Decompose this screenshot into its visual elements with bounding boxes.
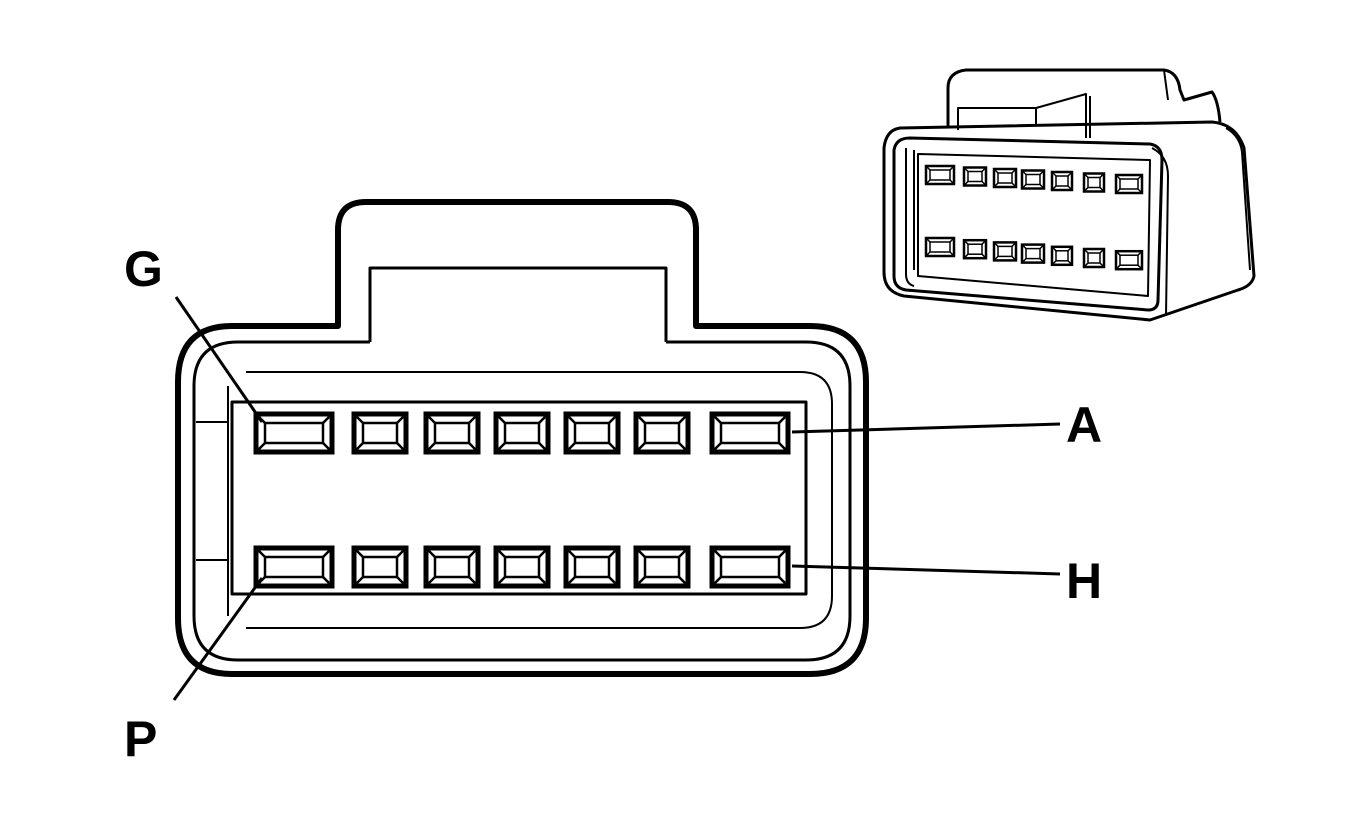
iso-pin-cavity (924, 164, 956, 186)
leader-line-a (791, 422, 1061, 434)
pin-label-a: A (1066, 397, 1102, 453)
housing-inner-rim (192, 340, 852, 662)
iso-pin-cavity (1114, 173, 1144, 195)
pin-cavity (563, 545, 621, 589)
iso-pin-cavity (1020, 243, 1046, 264)
latch-window (368, 266, 668, 342)
pin-cavity (633, 545, 691, 589)
pin-label-p: P (124, 711, 157, 767)
leader-line-p (172, 577, 264, 701)
iso-pin-cavity (962, 166, 988, 187)
housing-inner-body (246, 371, 833, 629)
pin-label-h: H (1066, 553, 1102, 609)
pin-cavity (493, 545, 551, 589)
iso-face-rim (892, 136, 1164, 312)
iso-housing-side (1151, 127, 1251, 317)
iso-pin-cavity (1020, 169, 1046, 190)
pin-cavity (423, 545, 481, 589)
pin-cavity (253, 545, 335, 589)
cavity-area (230, 400, 808, 596)
leader-line-g (174, 296, 264, 423)
iso-pin-cavity (992, 241, 1018, 262)
pin-cavity (633, 411, 691, 455)
pin-cavity (493, 411, 551, 455)
iso-pin-cavity (1114, 249, 1144, 271)
iso-pin-cavity (1050, 245, 1074, 267)
iso-pin-cavity (1082, 247, 1106, 269)
pin-cavity (351, 545, 409, 589)
iso-pin-cavity (1082, 172, 1106, 193)
iso-latch-window (957, 93, 1087, 138)
connector-isometric-view (882, 68, 1256, 322)
pin-cavity (253, 411, 335, 455)
iso-housing-outline (882, 120, 1256, 322)
iso-pin-cavity (962, 238, 988, 260)
pin-cavity (709, 545, 791, 589)
housing-outline (175, 199, 869, 677)
iso-pin-cavities (924, 164, 1144, 271)
pin-cavity (709, 411, 791, 455)
iso-latch (946, 68, 1222, 128)
iso-latch-side (1089, 69, 1169, 138)
iso-pin-cavity (992, 167, 1018, 189)
pin-cavity (563, 411, 621, 455)
pin-cavities (253, 411, 791, 589)
connector-face-view (175, 199, 869, 677)
pin-label-g: G (124, 241, 163, 297)
iso-pin-cavity (1050, 170, 1074, 192)
leader-line-h (791, 564, 1061, 576)
pin-cavity (423, 411, 481, 455)
iso-face-left-wall (905, 148, 915, 287)
iso-face-inner (917, 153, 1151, 297)
left-flange (196, 386, 229, 616)
pin-cavity (351, 411, 409, 455)
iso-pin-cavity (924, 236, 956, 258)
